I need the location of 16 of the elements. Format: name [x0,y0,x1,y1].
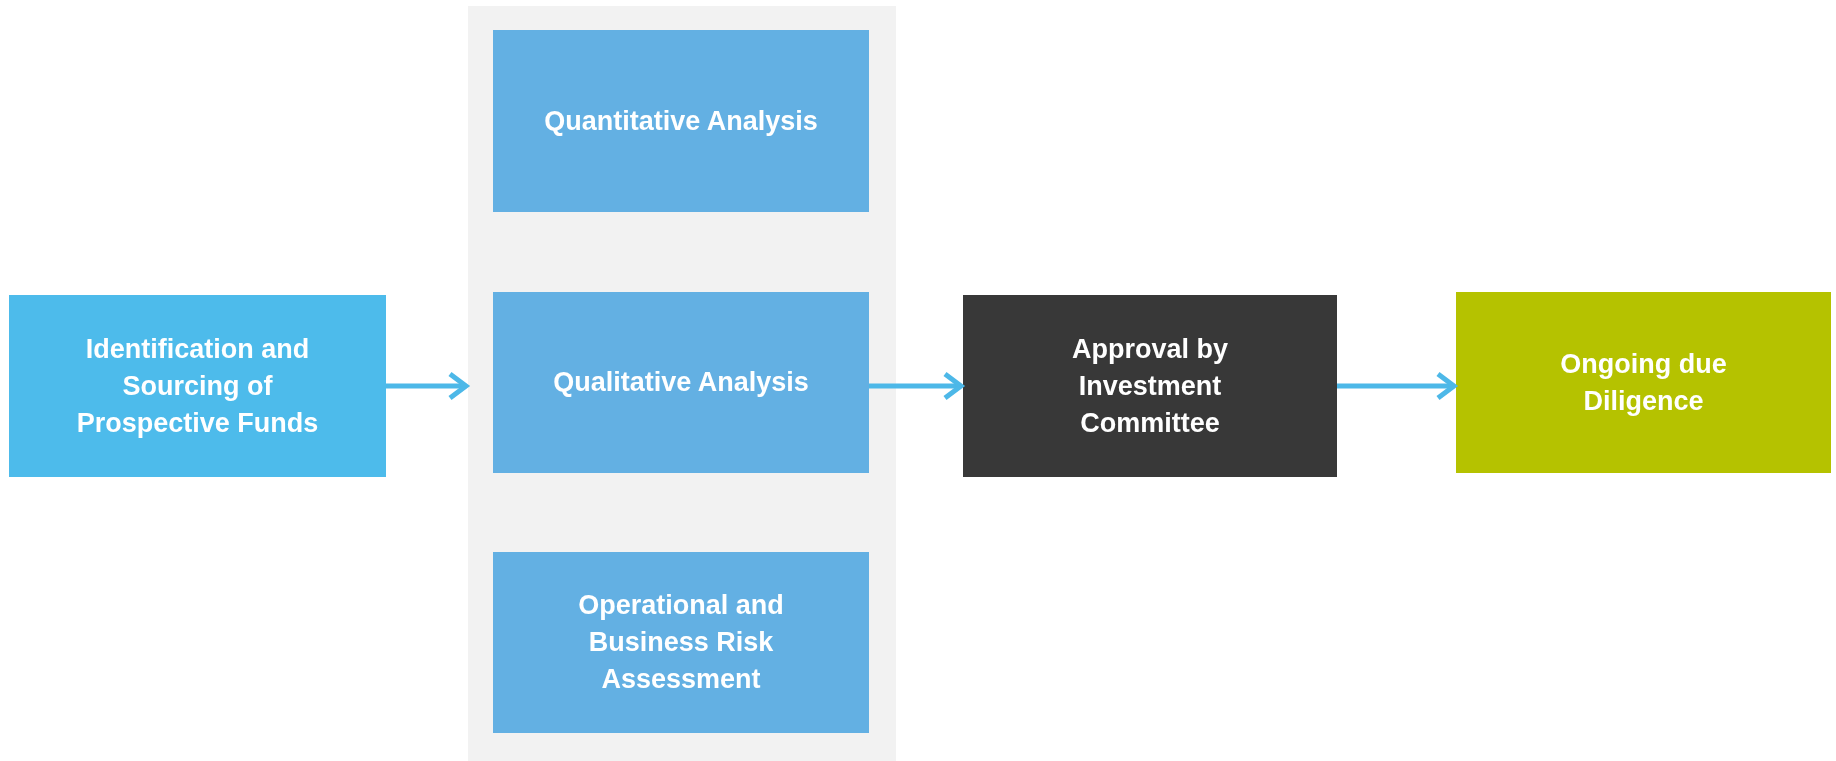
step-label: Approval by Investment Committee [1071,332,1229,440]
step-label: Quantitative Analysis [543,104,819,138]
process-box [963,295,1337,477]
step-label: Operational and Business Risk Assessment [577,589,785,696]
step-label: Identification and Sourcing of Prospective Funds [75,332,320,440]
process-box [493,292,869,473]
arrow [386,371,469,401]
arrow [1337,371,1457,401]
process-box [493,30,869,212]
group-band [468,6,896,761]
arrow [869,371,964,401]
step-label: Ongoing due Diligence [1559,347,1728,418]
process-box [493,552,869,733]
step-label: Qualitative Analysis [552,366,810,399]
process-box [9,295,386,477]
process-box [1456,292,1831,473]
